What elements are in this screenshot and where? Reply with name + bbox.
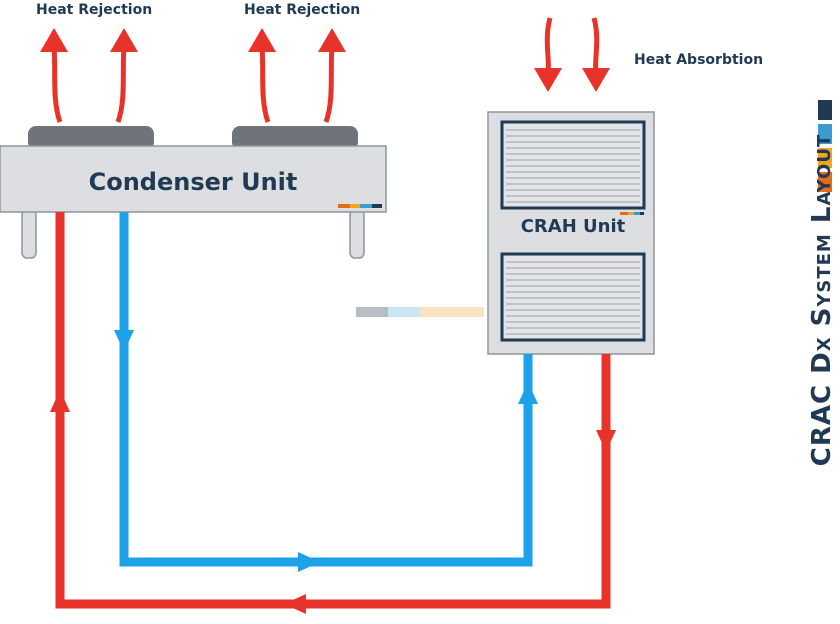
- heat-absorption-label: Heat Absorbtion: [634, 52, 763, 68]
- heat-rejection-label-right: Heat Rejection: [244, 2, 360, 18]
- heat-rejection-arrows: [40, 28, 346, 123]
- crah-unit: [487, 111, 655, 355]
- color-strip: [356, 307, 484, 317]
- heat-rejection-label-left: Heat Rejection: [36, 2, 152, 18]
- condenser-unit-label: Condenser Unit: [89, 168, 298, 196]
- crah-unit-label: CRAH Unit: [521, 216, 626, 237]
- side-accent-squares: [818, 100, 832, 192]
- condenser-unit: [0, 126, 387, 259]
- cold-refrigerant-line: [114, 212, 538, 572]
- hot-refrigerant-line: [50, 212, 616, 614]
- heat-absorption-arrows: [534, 17, 610, 92]
- side-title: CRAC Dx System Layout: [807, 133, 837, 467]
